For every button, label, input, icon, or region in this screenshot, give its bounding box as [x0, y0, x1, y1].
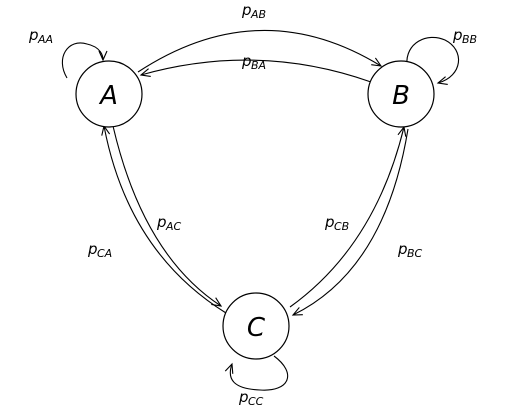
node-c-circle [222, 292, 290, 360]
label-pcb-subscript: CB [334, 220, 349, 233]
label-pbb-subscript: BB [462, 33, 477, 46]
label-pbc-symbol: p [397, 240, 408, 258]
label-pba: p BA [241, 52, 266, 72]
label-pca-subscript: CA [97, 247, 112, 260]
label-pcc-subscript: CC [248, 395, 264, 408]
label-pbb-symbol: p [452, 26, 463, 44]
edge-ca [101, 124, 227, 314]
edge-bc [291, 128, 409, 316]
label-pcc-symbol: p [238, 388, 249, 406]
label-pac: p AC [156, 213, 182, 233]
label-pcc: p CC [238, 388, 264, 408]
label-pbc: p BC [397, 240, 423, 260]
node-a-label: A [98, 81, 118, 111]
edge-cc [224, 355, 289, 391]
label-pac-subscript: AC [165, 220, 182, 233]
label-pac-symbol: p [156, 213, 167, 231]
edge-ba [139, 59, 372, 83]
label-paa-subscript: AA [37, 33, 53, 46]
edge-aa [61, 42, 108, 79]
edge-ac [112, 125, 223, 307]
edge-bb [406, 36, 460, 85]
node-a-circle [75, 60, 143, 128]
label-pca-symbol: p [87, 240, 98, 258]
node-a: A [75, 60, 143, 128]
label-pca: p CA [87, 240, 112, 260]
label-pbc-subscript: BC [407, 247, 423, 260]
label-pab: p AB [241, 1, 266, 21]
label-pcb: p CB [324, 213, 349, 233]
node-c: C [222, 292, 290, 360]
node-b: B [367, 60, 435, 128]
edge-ab [137, 29, 383, 73]
label-pbb: p BB [452, 26, 477, 46]
label-pba-subscript: BA [251, 59, 266, 72]
label-pab-subscript: AB [250, 8, 266, 21]
node-b-circle [367, 60, 435, 128]
node-c-label: C [247, 313, 266, 343]
label-paa: p AA [28, 26, 53, 46]
label-paa-symbol: p [28, 26, 39, 44]
label-pcb-symbol: p [324, 213, 335, 231]
edge-cb [289, 125, 407, 308]
node-b-label: B [392, 81, 410, 111]
label-pab-symbol: p [241, 1, 252, 19]
label-pba-symbol: p [241, 52, 252, 70]
